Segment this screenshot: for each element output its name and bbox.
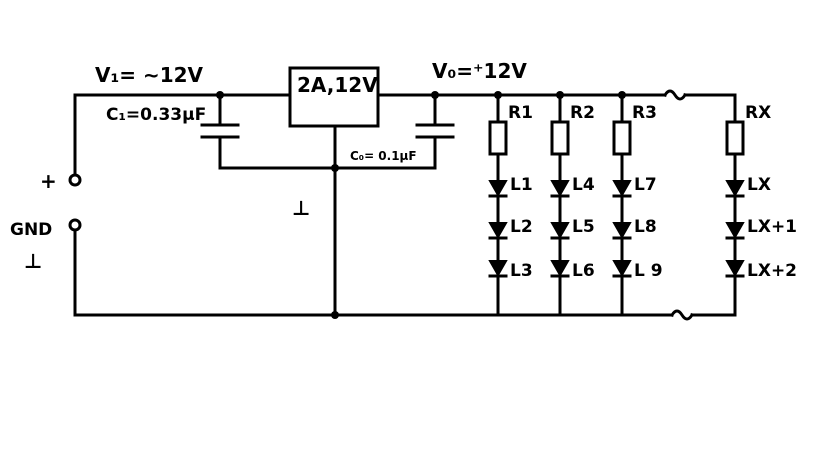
c-in-label: C₁=0.33μF: [106, 105, 206, 125]
resistor-label: R1: [508, 103, 533, 123]
gnd-ground-symbol: ⊥: [24, 249, 42, 273]
led-label: L 9: [634, 261, 663, 281]
resistor-label: RX: [745, 103, 771, 123]
led-diode: [725, 180, 745, 198]
regulator-label: 2A,12V: [297, 73, 378, 97]
vin-label: V₁= ∼12V: [95, 63, 204, 87]
led-label: LX: [747, 175, 771, 195]
branch-top-junction: [556, 91, 564, 99]
c-in-junction: [216, 91, 224, 99]
resistor-label: R3: [632, 103, 657, 123]
vout-label: V₀=⁺12V: [432, 59, 527, 83]
ground-rail: [73, 228, 674, 317]
led-diode: [612, 260, 632, 278]
led-label: L7: [634, 175, 657, 195]
led-label: LX+2: [747, 261, 797, 281]
c-out-label: C₀= 0.1μF: [350, 149, 417, 163]
led-label: L3: [510, 261, 533, 281]
led-label: L2: [510, 217, 533, 237]
led-diode: [550, 260, 570, 278]
bottom-break-mark: [669, 309, 695, 321]
resistor: [725, 120, 745, 156]
branch-top-junction: [494, 91, 502, 99]
regulator-box: [288, 66, 380, 128]
led-label: L4: [572, 175, 595, 195]
led-label: L8: [634, 217, 657, 237]
led-diode: [725, 260, 745, 278]
led-label: L5: [572, 217, 595, 237]
led-diode: [550, 222, 570, 240]
resistor-label: R2: [570, 103, 595, 123]
led-diode: [488, 260, 508, 278]
led-label: L6: [572, 261, 595, 281]
led-diode: [488, 180, 508, 198]
led-diode: [488, 222, 508, 240]
branch-4: RX LX LX+1LX+2: [725, 93, 797, 317]
led-diode: [725, 222, 745, 240]
gnd-label: GND: [10, 220, 52, 240]
led-diode: [550, 180, 570, 198]
top-break-mark: [662, 89, 688, 101]
regulator-ground-symbol: ⊥: [292, 196, 310, 220]
resistor: [488, 120, 508, 156]
led-diode: [612, 180, 632, 198]
branch-top-junction: [618, 91, 626, 99]
led-diode: [612, 222, 632, 240]
plus-label: +: [40, 169, 57, 193]
ground-junction-bottom: [331, 311, 339, 319]
resistor: [612, 120, 632, 156]
capacitor-ground-wire: [218, 135, 437, 170]
resistor: [550, 120, 570, 156]
led-label: L1: [510, 175, 533, 195]
led-label: LX+1: [747, 217, 797, 237]
c-out-junction: [431, 91, 439, 99]
